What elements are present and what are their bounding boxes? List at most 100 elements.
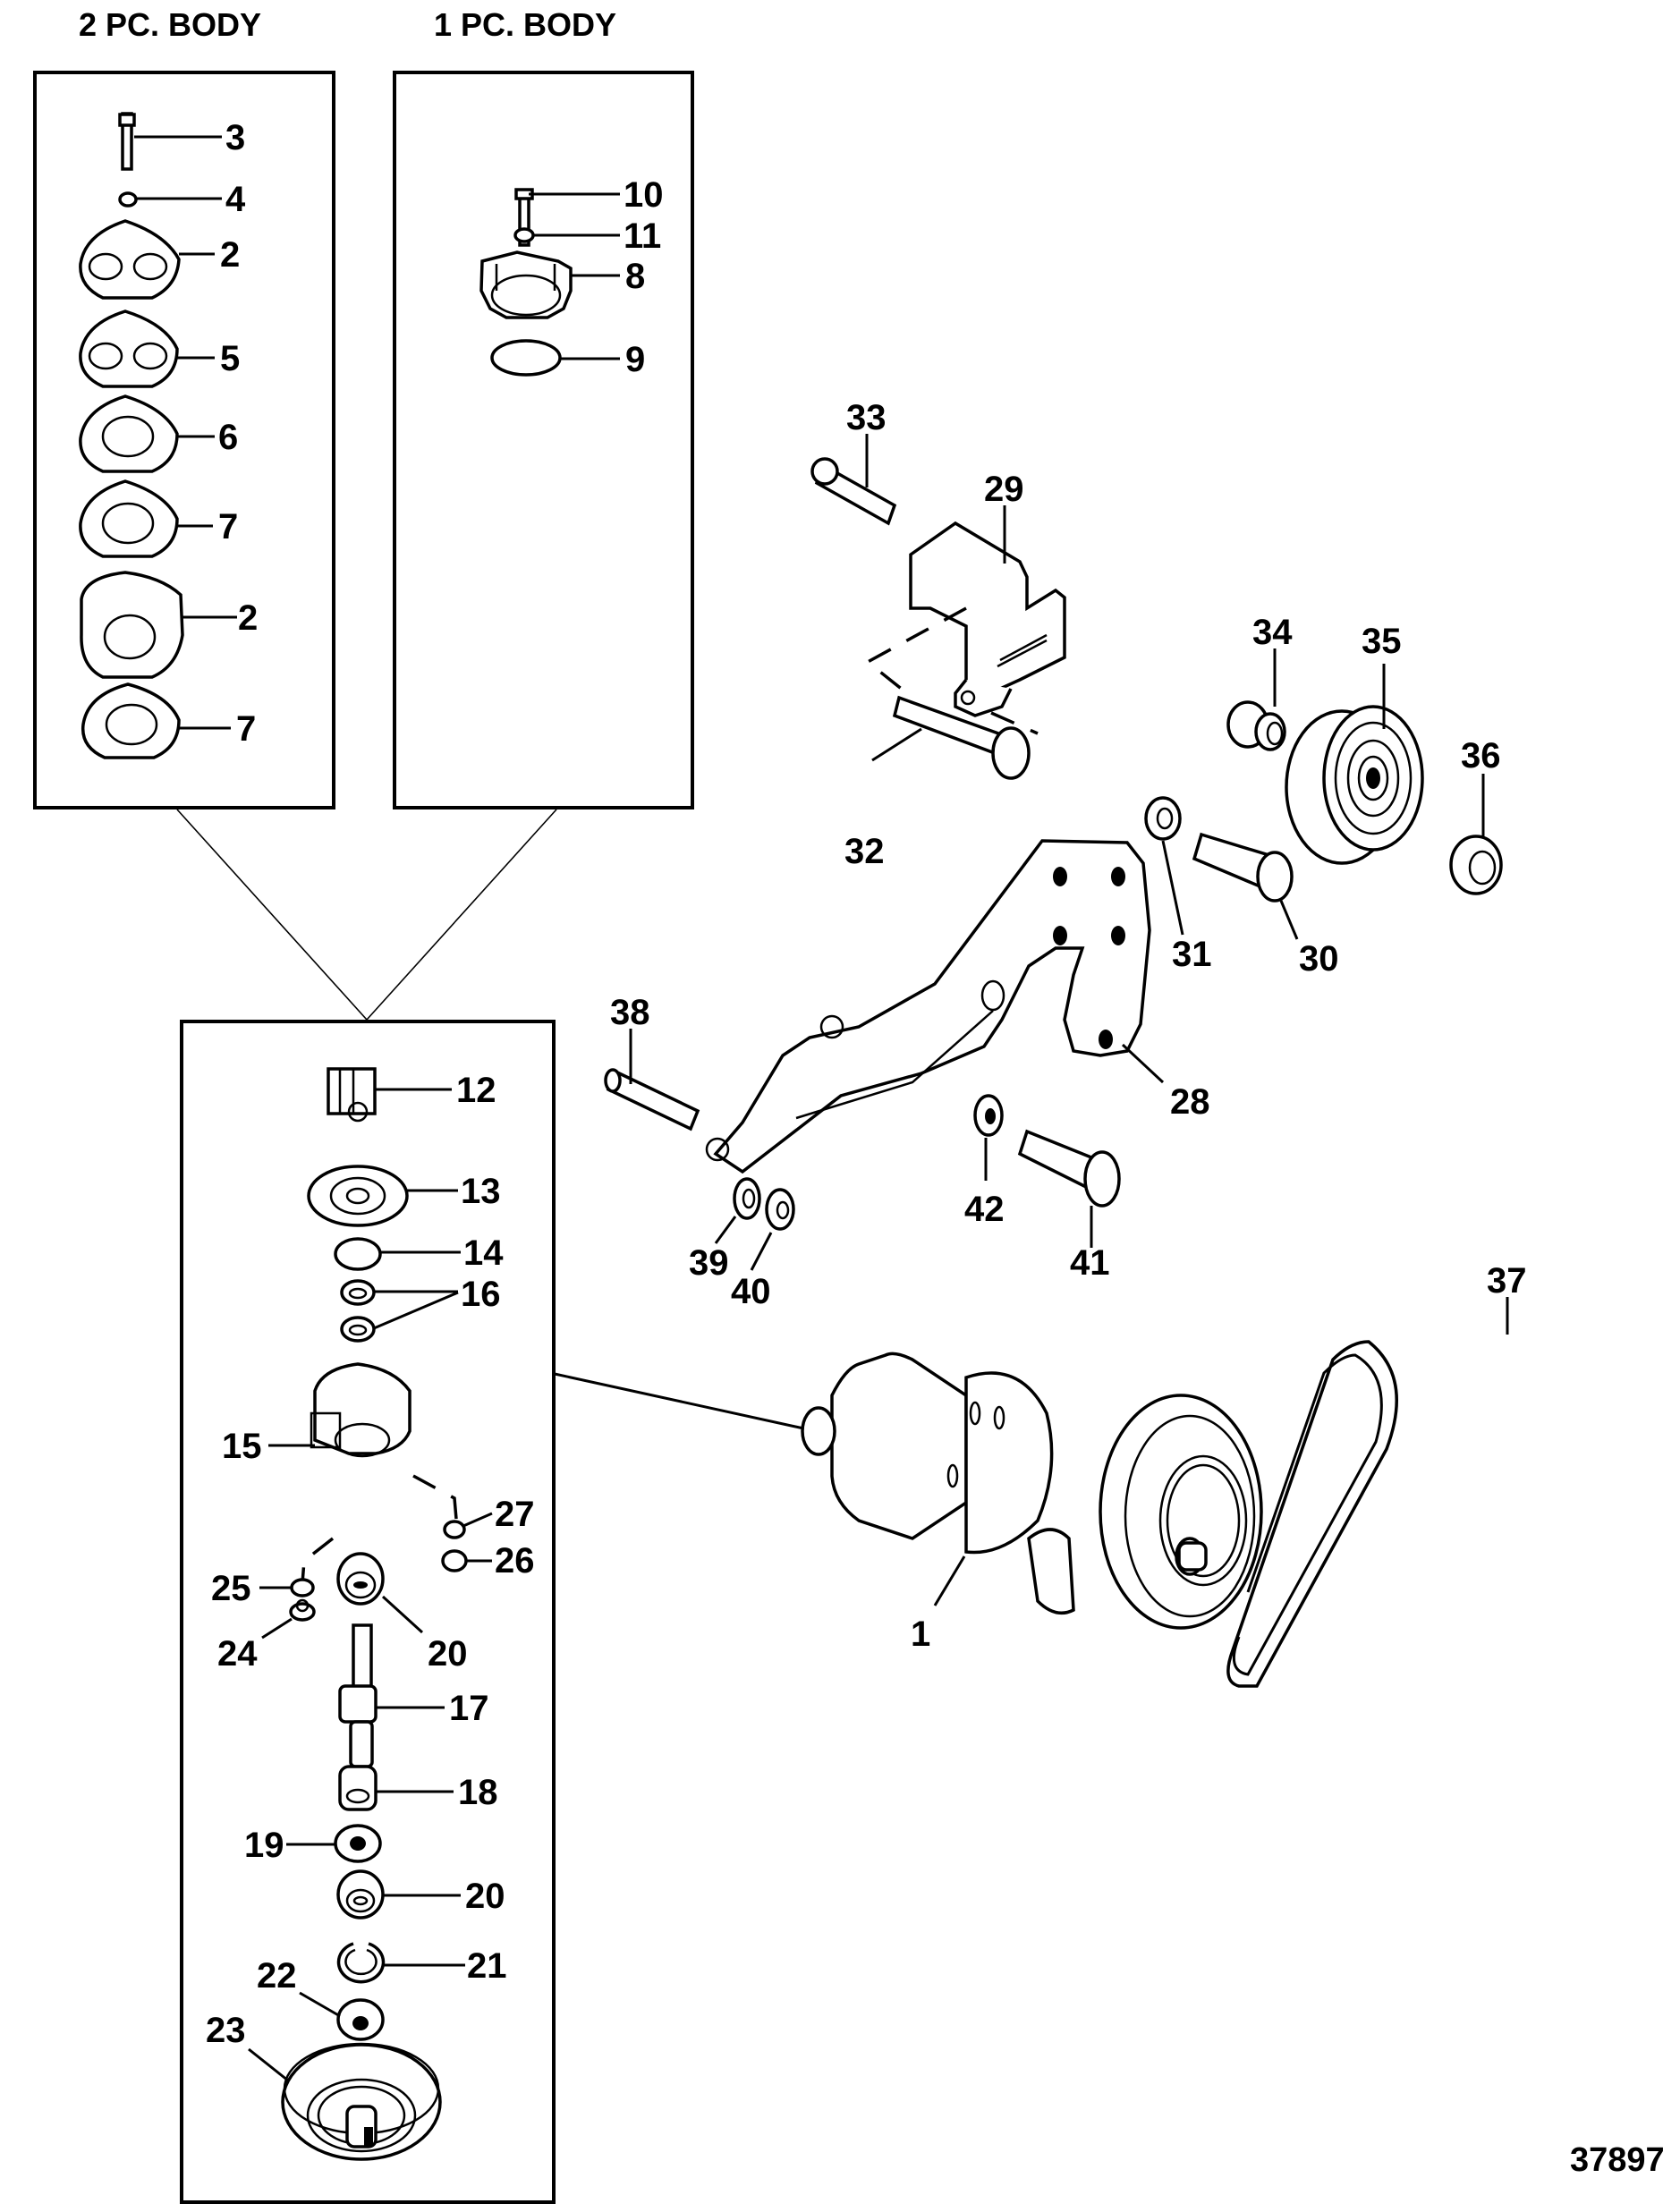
dashed-line-25: [301, 1537, 335, 1584]
part-32-bolt: [892, 695, 1031, 780]
leader-23: [248, 2047, 289, 2082]
callout-24: 24: [217, 1634, 258, 1674]
part-4-washer: [118, 191, 138, 208]
part-29-bracket: [909, 521, 1066, 717]
part-24-fitting: [289, 1598, 316, 1622]
part-23-pulley: [281, 2042, 442, 2161]
callout-35: 35: [1362, 622, 1402, 661]
part-13-wear-plate: [307, 1165, 409, 1227]
figure-number: 37897: [1570, 2141, 1663, 2179]
leader-28: [1121, 1043, 1165, 1084]
part-37-drive-belt: [1226, 1340, 1398, 1688]
part-19-washer: [334, 1824, 382, 1863]
callout-31: 31: [1172, 935, 1212, 974]
callout-38: 38: [610, 993, 650, 1032]
part-35-idler-pulley: [1285, 705, 1424, 865]
callout-2b: 2: [238, 598, 258, 638]
callout-5: 5: [220, 339, 240, 378]
callout-12: 12: [456, 1071, 496, 1110]
callout-16: 16: [461, 1275, 501, 1314]
callout-18: 18: [458, 1773, 498, 1812]
part-30-bolt: [1192, 832, 1294, 903]
dashed-line-27: [412, 1474, 458, 1520]
callout-3: 3: [225, 118, 245, 157]
leader-16b: [373, 1291, 459, 1330]
callout-20a: 20: [428, 1634, 468, 1674]
callout-23: 23: [206, 2011, 246, 2050]
part-17-shaft: [338, 1623, 378, 1768]
leader-40: [750, 1232, 773, 1271]
callout-10: 10: [624, 175, 664, 215]
part-26-nut: [441, 1549, 468, 1572]
callout-20b: 20: [465, 1877, 505, 1916]
part-40-nut: [765, 1188, 795, 1231]
callout-26: 26: [495, 1541, 535, 1581]
part-25-nut: [290, 1578, 315, 1598]
callout-36: 36: [1461, 736, 1501, 775]
callout-2a: 2: [220, 235, 240, 275]
leader-39: [714, 1216, 737, 1244]
callout-7a: 7: [218, 507, 238, 547]
leader-30: [1279, 900, 1299, 940]
callout-27: 27: [495, 1495, 535, 1534]
part-5-gasket: [79, 309, 179, 388]
callout-6: 6: [218, 418, 238, 457]
part-6-wear-plate: [79, 394, 179, 473]
part-41-bolt: [1017, 1129, 1121, 1208]
part-7-gasket-lower: [81, 682, 181, 759]
part-11-washer: [513, 227, 535, 243]
callout-21: 21: [467, 1946, 507, 1986]
callout-13: 13: [461, 1172, 501, 1211]
callout-41: 41: [1070, 1243, 1110, 1283]
part-33-stud: [810, 457, 897, 526]
part-28-mounting-bracket: [705, 839, 1151, 1174]
part-14-o-ring: [334, 1237, 382, 1271]
leader-27: [462, 1512, 493, 1528]
callout-32: 32: [844, 832, 885, 871]
callout-15: 15: [222, 1427, 262, 1466]
callout-17: 17: [449, 1689, 489, 1728]
pump-internals-box: [180, 1020, 556, 2204]
callout-8: 8: [625, 257, 645, 296]
callout-1: 1: [911, 1615, 930, 1654]
part-1-seawater-pump: [801, 1352, 1263, 1630]
part-31-washer: [1144, 796, 1182, 841]
dashed-line-29-32: [864, 606, 967, 699]
part-7-gasket-upper: [79, 479, 179, 558]
callout-11: 11: [624, 216, 661, 256]
callout-7b: 7: [236, 709, 256, 749]
callout-40: 40: [731, 1272, 771, 1311]
part-34-spacer: [1226, 700, 1286, 751]
part-38-stud: [604, 1068, 700, 1131]
dashed-line-29-31: [990, 711, 1039, 735]
part-18-bushing: [338, 1765, 378, 1811]
callout-28: 28: [1170, 1082, 1210, 1122]
part-8-pump-body: [479, 250, 573, 319]
callout-33: 33: [846, 398, 887, 437]
callout-30: 30: [1299, 939, 1339, 979]
callout-14: 14: [463, 1233, 504, 1273]
part-36-nut: [1449, 835, 1503, 895]
leader-box-to-pump: [554, 1372, 817, 1433]
part-12-impeller: [327, 1067, 377, 1123]
callout-37: 37: [1487, 1261, 1527, 1301]
connector-line-right: [366, 809, 557, 1021]
part-15-housing: [310, 1362, 412, 1458]
part-16-seals: [340, 1279, 376, 1343]
leader-20a: [381, 1595, 424, 1634]
leader-32: [871, 727, 922, 762]
part-22-washer: [336, 1998, 385, 2041]
part-3-bolt: [118, 112, 136, 171]
leader-31: [1161, 840, 1184, 936]
part-39-washer: [733, 1177, 761, 1220]
part-9-o-ring: [490, 339, 562, 377]
leader-24: [261, 1617, 293, 1640]
callout-29: 29: [984, 470, 1024, 509]
title-two-piece-body: 2 PC. BODY: [79, 6, 261, 43]
part-20-bearing-lower: [336, 1869, 385, 1920]
part-2-pump-body: [80, 571, 184, 679]
connector-line-left: [176, 809, 368, 1021]
callout-19: 19: [244, 1826, 284, 1865]
part-21-snap-ring: [336, 1942, 386, 1984]
